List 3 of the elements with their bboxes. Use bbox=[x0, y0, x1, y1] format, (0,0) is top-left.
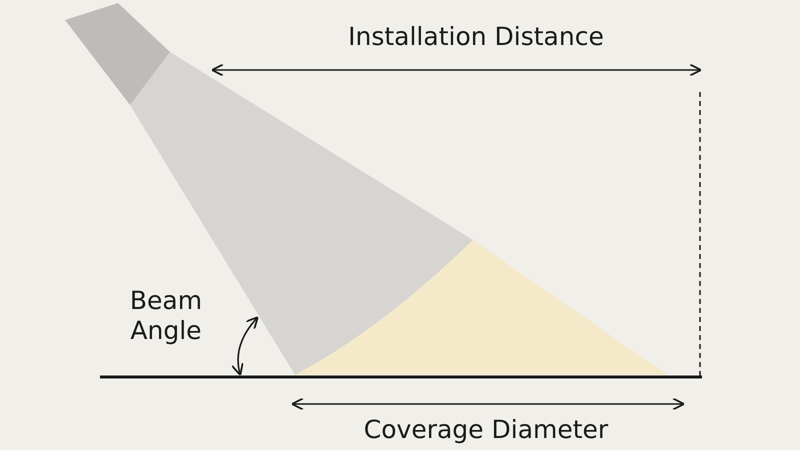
dimension-label: Coverage Diameter bbox=[362, 415, 610, 445]
angle-label: Beam Angle bbox=[128, 286, 204, 346]
dimension-label: Installation Distance bbox=[347, 22, 605, 52]
